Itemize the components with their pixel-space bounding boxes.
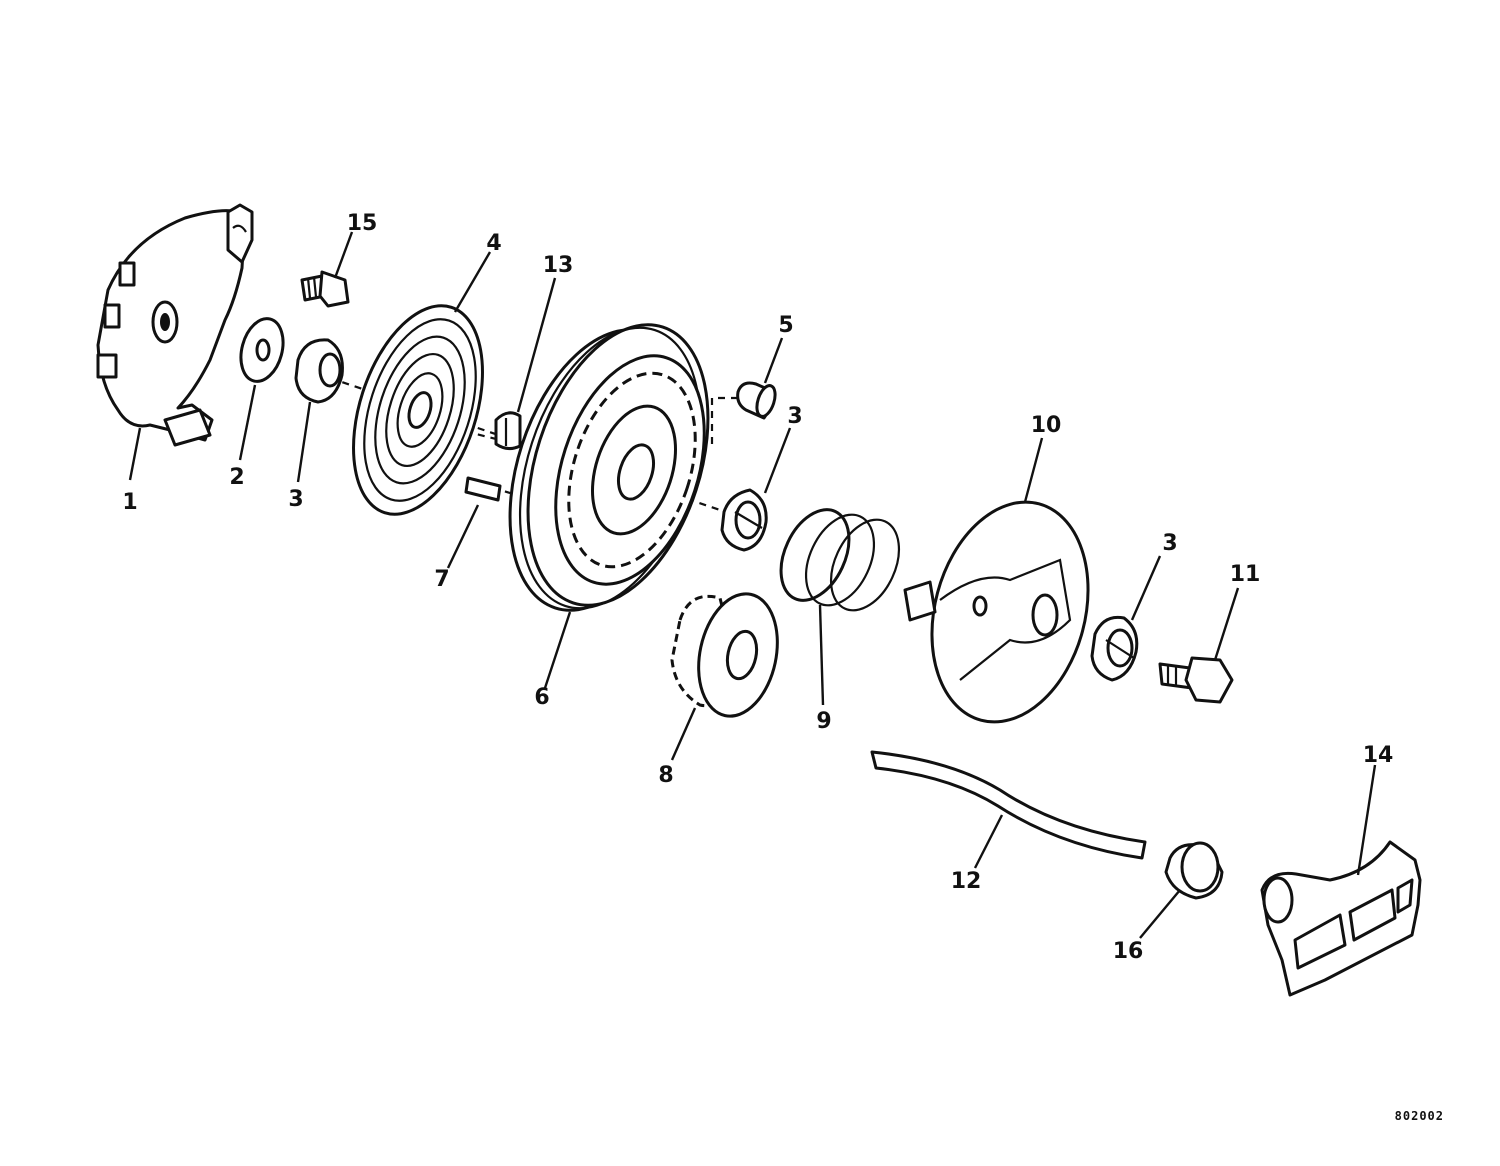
part-11-bolt <box>1158 587 1240 704</box>
part-3a-nut <box>294 338 344 483</box>
callout-4: 4 <box>486 231 501 256</box>
part-5-bushing <box>736 337 784 420</box>
callout-12: 12 <box>951 869 982 894</box>
callout-8: 8 <box>658 763 673 788</box>
part-12-starter-rope <box>870 750 1147 869</box>
callout-6: 6 <box>534 685 549 710</box>
part-2-washer <box>238 317 285 461</box>
callout-11: 11 <box>1230 562 1261 587</box>
part-15-bolt <box>300 231 354 308</box>
part-14-starter-handle <box>1260 764 1422 997</box>
callout-7: 7 <box>434 567 449 592</box>
part-13-pawl <box>494 277 557 451</box>
callout-3c: 3 <box>1162 531 1177 556</box>
callout-5: 5 <box>778 313 793 338</box>
callout-labels: 1 2 3 15 4 13 7 5 3 6 8 9 10 3 11 12 14 … <box>122 211 1393 964</box>
drawing-code: 802002 <box>1395 1109 1444 1123</box>
callout-9: 9 <box>816 709 831 734</box>
callout-1: 1 <box>122 490 137 515</box>
part-3b-nut <box>720 427 792 552</box>
callout-15: 15 <box>347 211 378 236</box>
callout-14: 14 <box>1363 743 1394 768</box>
part-4-recoil-spring <box>352 251 492 516</box>
part-9-springs <box>779 508 901 706</box>
callout-16: 16 <box>1113 939 1144 964</box>
part-1-housing-plate <box>96 203 254 481</box>
part-6-pulley-gear <box>508 323 710 689</box>
callout-3a: 3 <box>288 487 303 512</box>
part-16-rope-guide <box>1139 841 1224 939</box>
part-3c-nut <box>1090 555 1162 682</box>
callout-3b: 3 <box>787 404 802 429</box>
part-8-pinion-gear <box>670 592 779 761</box>
callout-10: 10 <box>1031 413 1062 438</box>
part-10-cam-plate <box>903 437 1090 724</box>
callout-13: 13 <box>543 253 574 278</box>
callout-2: 2 <box>229 465 244 490</box>
part-7-pin <box>446 476 502 569</box>
